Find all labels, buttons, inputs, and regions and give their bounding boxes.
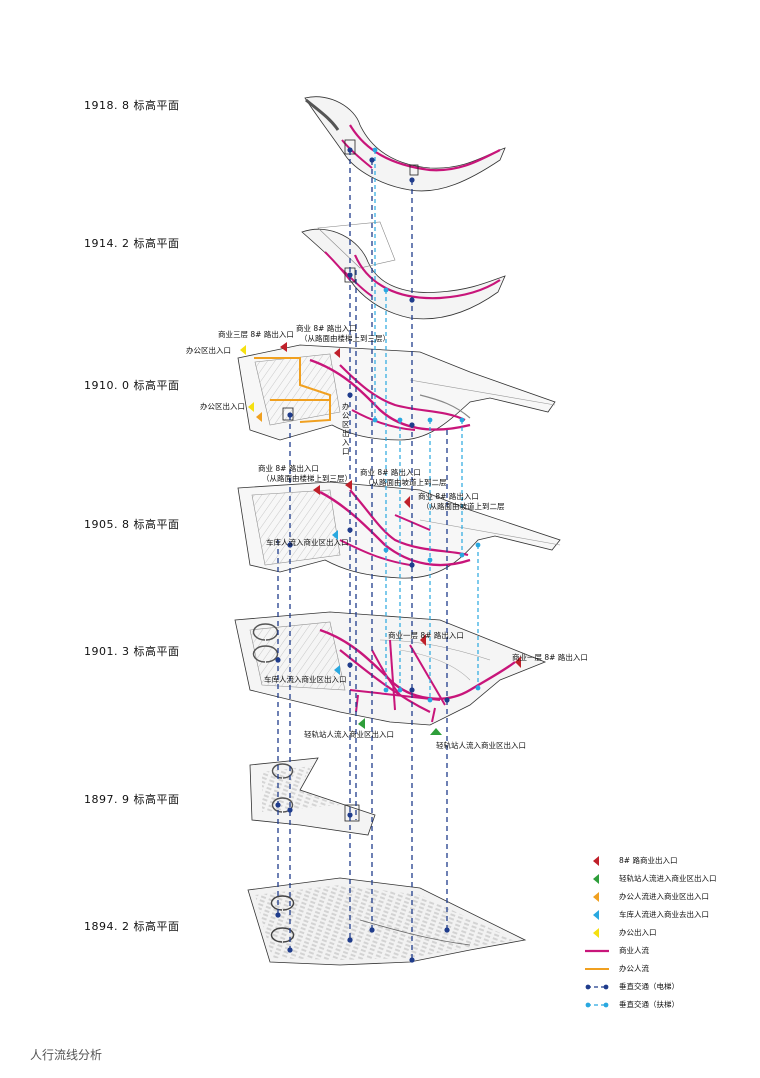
annotation: （从路面由楼梯上到三层） <box>300 334 390 343</box>
blue-arrow-icon <box>593 910 599 920</box>
legend-item: 车库人流进入商业去出入口 <box>585 906 755 924</box>
level-label-1918-8: 1918. 8 标高平面 <box>84 99 180 112</box>
plan-1894-2 <box>247 877 527 966</box>
annotation: 商业 8# 路出入口 <box>418 492 479 501</box>
legend-label: 车库人流进入商业去出入口 <box>619 910 709 919</box>
green-arrow-icon <box>593 874 599 884</box>
level-label-1910-0: 1910. 0 标高平面 <box>84 379 180 392</box>
legend-label: 办公人流进入商业区出入口 <box>619 892 709 901</box>
legend: 8# 路商业出入口 轻轨站人流进入商业区出入口 办公人流进入商业区出入口 车库人… <box>585 852 755 1014</box>
legend-label: 商业人流 <box>619 946 649 955</box>
annotation: 商业一层 8# 路出入口 <box>388 631 464 640</box>
elevator-dots <box>275 147 450 963</box>
legend-item: 办公人流 <box>585 960 755 978</box>
annotation: 办公区出入口 <box>200 402 245 411</box>
legend-item: 垂直交通（电梯） <box>585 978 755 996</box>
legend-label: 轻轨站人流进入商业区出入口 <box>619 874 717 883</box>
annotation: 商业三层 8# 路出入口 <box>218 330 294 339</box>
plan-1901-3 <box>234 611 547 726</box>
legend-item: 8# 路商业出入口 <box>585 852 755 870</box>
annotation: （从路面由坡道上到二层 <box>422 502 505 511</box>
annotation: 商业 8# 路出入口 <box>360 468 421 477</box>
magenta-line-icon <box>585 949 609 953</box>
yellow-arrow-icon <box>593 928 599 938</box>
level-label-1894-2: 1894. 2 标高平面 <box>84 920 180 933</box>
annotation: 轻轨站人流入商业区出入口 <box>304 730 394 739</box>
plan-1918-8 <box>304 96 506 192</box>
legend-label: 8# 路商业出入口 <box>619 856 678 865</box>
annotation: 商业 8# 路出入口 <box>296 324 357 333</box>
orange-line-icon <box>585 968 609 970</box>
legend-label: 办公出入口 <box>619 928 657 937</box>
plan-1897-9 <box>249 757 376 836</box>
legend-item: 商业人流 <box>585 942 755 960</box>
annotation: （从路面由楼梯上到三层） <box>262 474 352 483</box>
plan-1910-0 <box>237 344 556 441</box>
annotation: 商业一层 8# 路出入口 <box>512 653 588 662</box>
red-arrow-icon <box>593 856 599 866</box>
legend-item: 轻轨站人流进入商业区出入口 <box>585 870 755 888</box>
figure-caption: 人行流线分析 <box>30 1048 103 1062</box>
level-label-1897-9: 1897. 9 标高平面 <box>84 793 180 806</box>
orange-arrow-icon <box>593 892 599 902</box>
entrance-markers <box>240 342 521 735</box>
legend-label: 办公人流 <box>619 964 649 973</box>
annotation: 车库人流入商业区出入口 <box>266 538 349 547</box>
annotation-vertical: 办公区出入口 <box>342 402 350 456</box>
elevator-line-icon <box>585 984 609 990</box>
annotation: 车库人流入商业区出入口 <box>264 675 347 684</box>
legend-label: 垂直交通（扶梯） <box>619 1000 679 1009</box>
legend-item: 垂直交通（扶梯） <box>585 996 755 1014</box>
annotation: （从路面由坡道上到二层 <box>364 478 447 487</box>
plan-1905-8 <box>237 481 561 579</box>
plan-1914-2 <box>301 221 506 320</box>
legend-item: 办公出入口 <box>585 924 755 942</box>
level-label-1914-2: 1914. 2 标高平面 <box>84 237 180 250</box>
legend-label: 垂直交通（电梯） <box>619 982 679 991</box>
annotation: 轻轨站人流入商业区出入口 <box>436 741 526 750</box>
level-label-1901-3: 1901. 3 标高平面 <box>84 645 180 658</box>
level-label-1905-8: 1905. 8 标高平面 <box>84 518 180 531</box>
annotation: 办公区出入口 <box>186 346 231 355</box>
escalator-dots <box>372 147 481 703</box>
legend-item: 办公人流进入商业区出入口 <box>585 888 755 906</box>
escalator-line-icon <box>585 1002 609 1008</box>
annotation: 商业 8# 路出入口 <box>258 464 319 473</box>
elevator-lines <box>277 150 448 960</box>
